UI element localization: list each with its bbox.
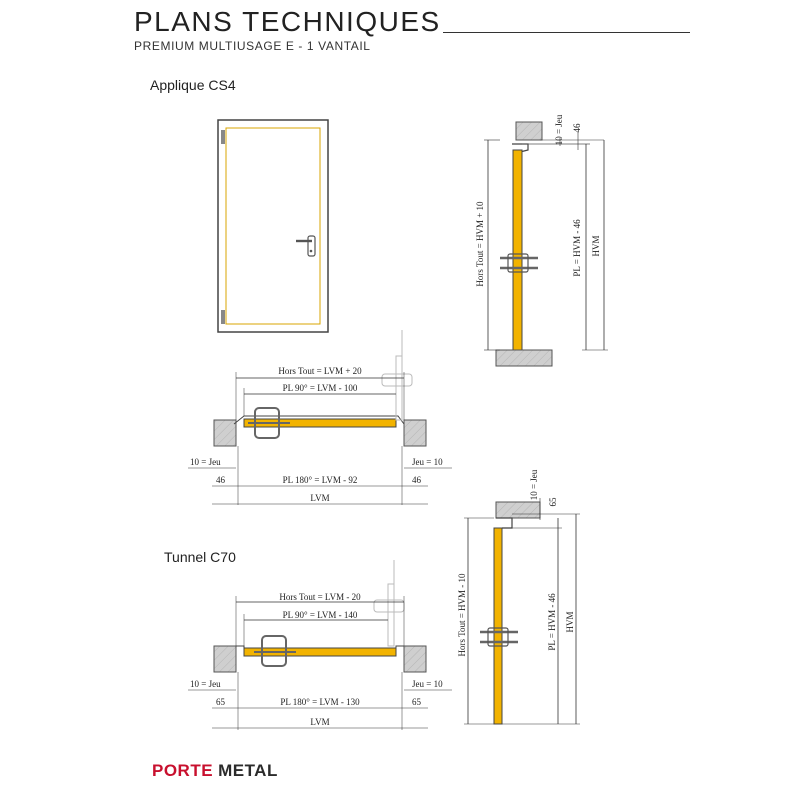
applique-section-dim-top: 46 xyxy=(572,123,582,133)
title-rule xyxy=(443,32,690,33)
tunnel-plan-hors-tout: Hors Tout = LVM - 20 xyxy=(279,592,361,602)
applique-plan-handle-icon xyxy=(248,407,290,439)
page-title: PLANS TECHNIQUES xyxy=(134,6,441,37)
applique-plan-pl90: PL 90° = LVM - 100 xyxy=(283,383,358,393)
applique-plan-jeu-right: Jeu = 10 xyxy=(412,457,443,467)
tunnel-plan-view xyxy=(188,560,452,730)
applique-plan-hors-tout: Hors Tout = LVM + 20 xyxy=(278,366,362,376)
applique-section-hors-tout: Hors Tout = HVM + 10 xyxy=(475,201,485,287)
applique-section-hvm: HVM xyxy=(591,235,601,256)
applique-plan-dim-left: 46 xyxy=(216,475,226,485)
brand-logo-part1: PORTE xyxy=(152,761,214,780)
applique-plan-view xyxy=(188,330,452,505)
applique-vertical-section xyxy=(484,121,608,367)
applique-plan-pl180: PL 180° = LVM - 92 xyxy=(283,475,358,485)
applique-plan-dim-right: 46 xyxy=(412,475,422,485)
tunnel-plan-dim-left: 65 xyxy=(216,697,226,707)
tunnel-plan-pl90: PL 90° = LVM - 140 xyxy=(283,610,358,620)
tunnel-section-pl: PL = HVM - 46 xyxy=(547,593,557,651)
applique-plan-jeu-left: 10 = Jeu xyxy=(190,457,221,467)
tunnel-plan-handle-icon xyxy=(254,635,296,667)
tunnel-plan-pl180: PL 180° = LVM - 130 xyxy=(280,697,360,707)
page-subtitle: PREMIUM MULTIUSAGE E - 1 VANTAIL xyxy=(134,39,371,53)
tunnel-plan-jeu-left: 10 = Jeu xyxy=(190,679,221,689)
tunnel-plan-dim-right: 65 xyxy=(412,697,422,707)
tunnel-vertical-section xyxy=(464,498,580,725)
door-handle-icon xyxy=(296,235,316,257)
applique-plan-lvm: LVM xyxy=(310,493,329,503)
door-elevation xyxy=(217,119,329,333)
section-label-tunnel: Tunnel C70 xyxy=(164,549,236,565)
applique-open-door-ghost xyxy=(381,330,413,421)
tunnel-section-dim-top: 65 xyxy=(548,497,558,507)
brand-logo-part2: METAL xyxy=(218,761,278,780)
tunnel-section-hvm: HVM xyxy=(565,611,575,632)
tunnel-section-jeu-top: 10 = Jeu xyxy=(529,469,539,500)
section-handle-icon xyxy=(500,253,538,273)
tunnel-section-handle-icon xyxy=(480,627,518,647)
applique-section-pl: PL = HVM - 46 xyxy=(572,219,582,277)
tunnel-plan-lvm: LVM xyxy=(310,717,329,727)
tunnel-open-door-ghost xyxy=(373,560,405,647)
applique-section-jeu-top: 10 = Jeu xyxy=(554,114,564,145)
section-label-applique: Applique CS4 xyxy=(150,77,236,93)
tunnel-section-hors-tout: Hors Tout = HVM - 10 xyxy=(457,573,467,657)
tunnel-plan-jeu-right: Jeu = 10 xyxy=(412,679,443,689)
